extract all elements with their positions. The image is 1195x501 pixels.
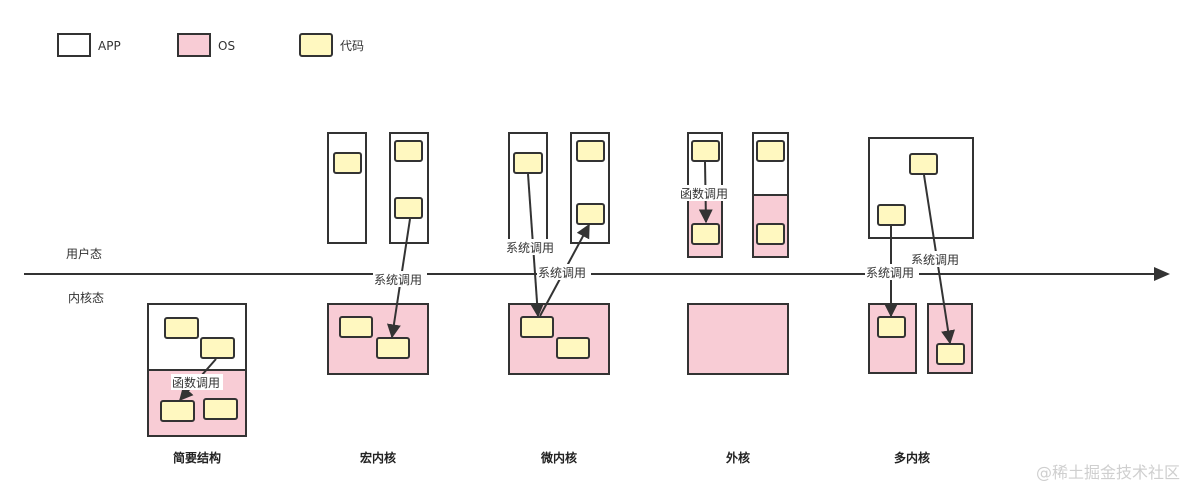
code-block <box>556 337 590 359</box>
code-block <box>376 337 410 359</box>
code-block <box>203 398 238 420</box>
arch-title-exo: 外核 <box>726 450 750 465</box>
mode-boundary-axis <box>24 267 1170 281</box>
watermark: @稀土掘金技术社区 <box>1036 463 1180 482</box>
code-block <box>756 140 785 162</box>
legend-item-code: 代码 <box>299 33 364 57</box>
multi-kernel-1 <box>868 303 917 374</box>
legend-item-os: OS <box>177 33 235 57</box>
code-block <box>936 343 965 365</box>
code-block <box>756 223 785 245</box>
code-block <box>200 337 235 359</box>
arch-micro: 系统调用 系统调用 <box>505 132 610 375</box>
syscall-label: 系统调用 <box>911 253 959 267</box>
code-block <box>164 317 199 339</box>
legend-swatch-code <box>299 33 333 57</box>
code-block <box>576 140 605 162</box>
arch-title-macro: 宏内核 <box>360 450 396 465</box>
code-block <box>877 316 906 338</box>
kernel-mode-label: 内核态 <box>68 291 104 305</box>
code-block <box>160 400 195 422</box>
arch-macro: 系统调用 <box>327 132 429 375</box>
syscall-label: 系统调用 <box>866 266 914 280</box>
arch-title-simple: 简要结构 <box>173 450 221 465</box>
code-block <box>339 316 373 338</box>
code-block <box>394 197 423 219</box>
user-mode-label: 用户态 <box>66 246 102 261</box>
arch-title-micro: 微内核 <box>540 450 577 465</box>
code-block <box>909 153 938 175</box>
code-block <box>691 140 720 162</box>
exo-kernel <box>687 303 789 375</box>
arch-multi: 系统调用 系统调用 <box>865 137 974 374</box>
func-call-label: 函数调用 <box>172 375 220 390</box>
syscall-label: 系统调用 <box>506 241 554 255</box>
code-block <box>394 140 423 162</box>
legend-label-app: APP <box>98 39 121 53</box>
legend-label-os: OS <box>218 39 235 53</box>
legend-item-app: APP <box>57 33 121 57</box>
code-block <box>576 203 605 225</box>
syscall-label: 系统调用 <box>374 273 422 287</box>
code-block <box>333 152 362 174</box>
legend: APP OS 代码 <box>57 33 364 57</box>
func-call-label: 函数调用 <box>680 186 728 201</box>
arch-exo: 函数调用 <box>679 132 789 375</box>
macro-app-1 <box>327 132 367 244</box>
legend-swatch-app <box>57 33 91 57</box>
arch-simple: 函数调用 <box>147 303 247 437</box>
syscall-label: 系统调用 <box>538 266 586 280</box>
code-block <box>691 223 720 245</box>
code-block <box>513 152 543 174</box>
legend-label-code: 代码 <box>340 39 364 53</box>
arch-title-multi: 多内核 <box>894 450 930 465</box>
legend-swatch-os <box>177 33 211 57</box>
code-block <box>520 316 554 338</box>
code-block <box>877 204 906 226</box>
